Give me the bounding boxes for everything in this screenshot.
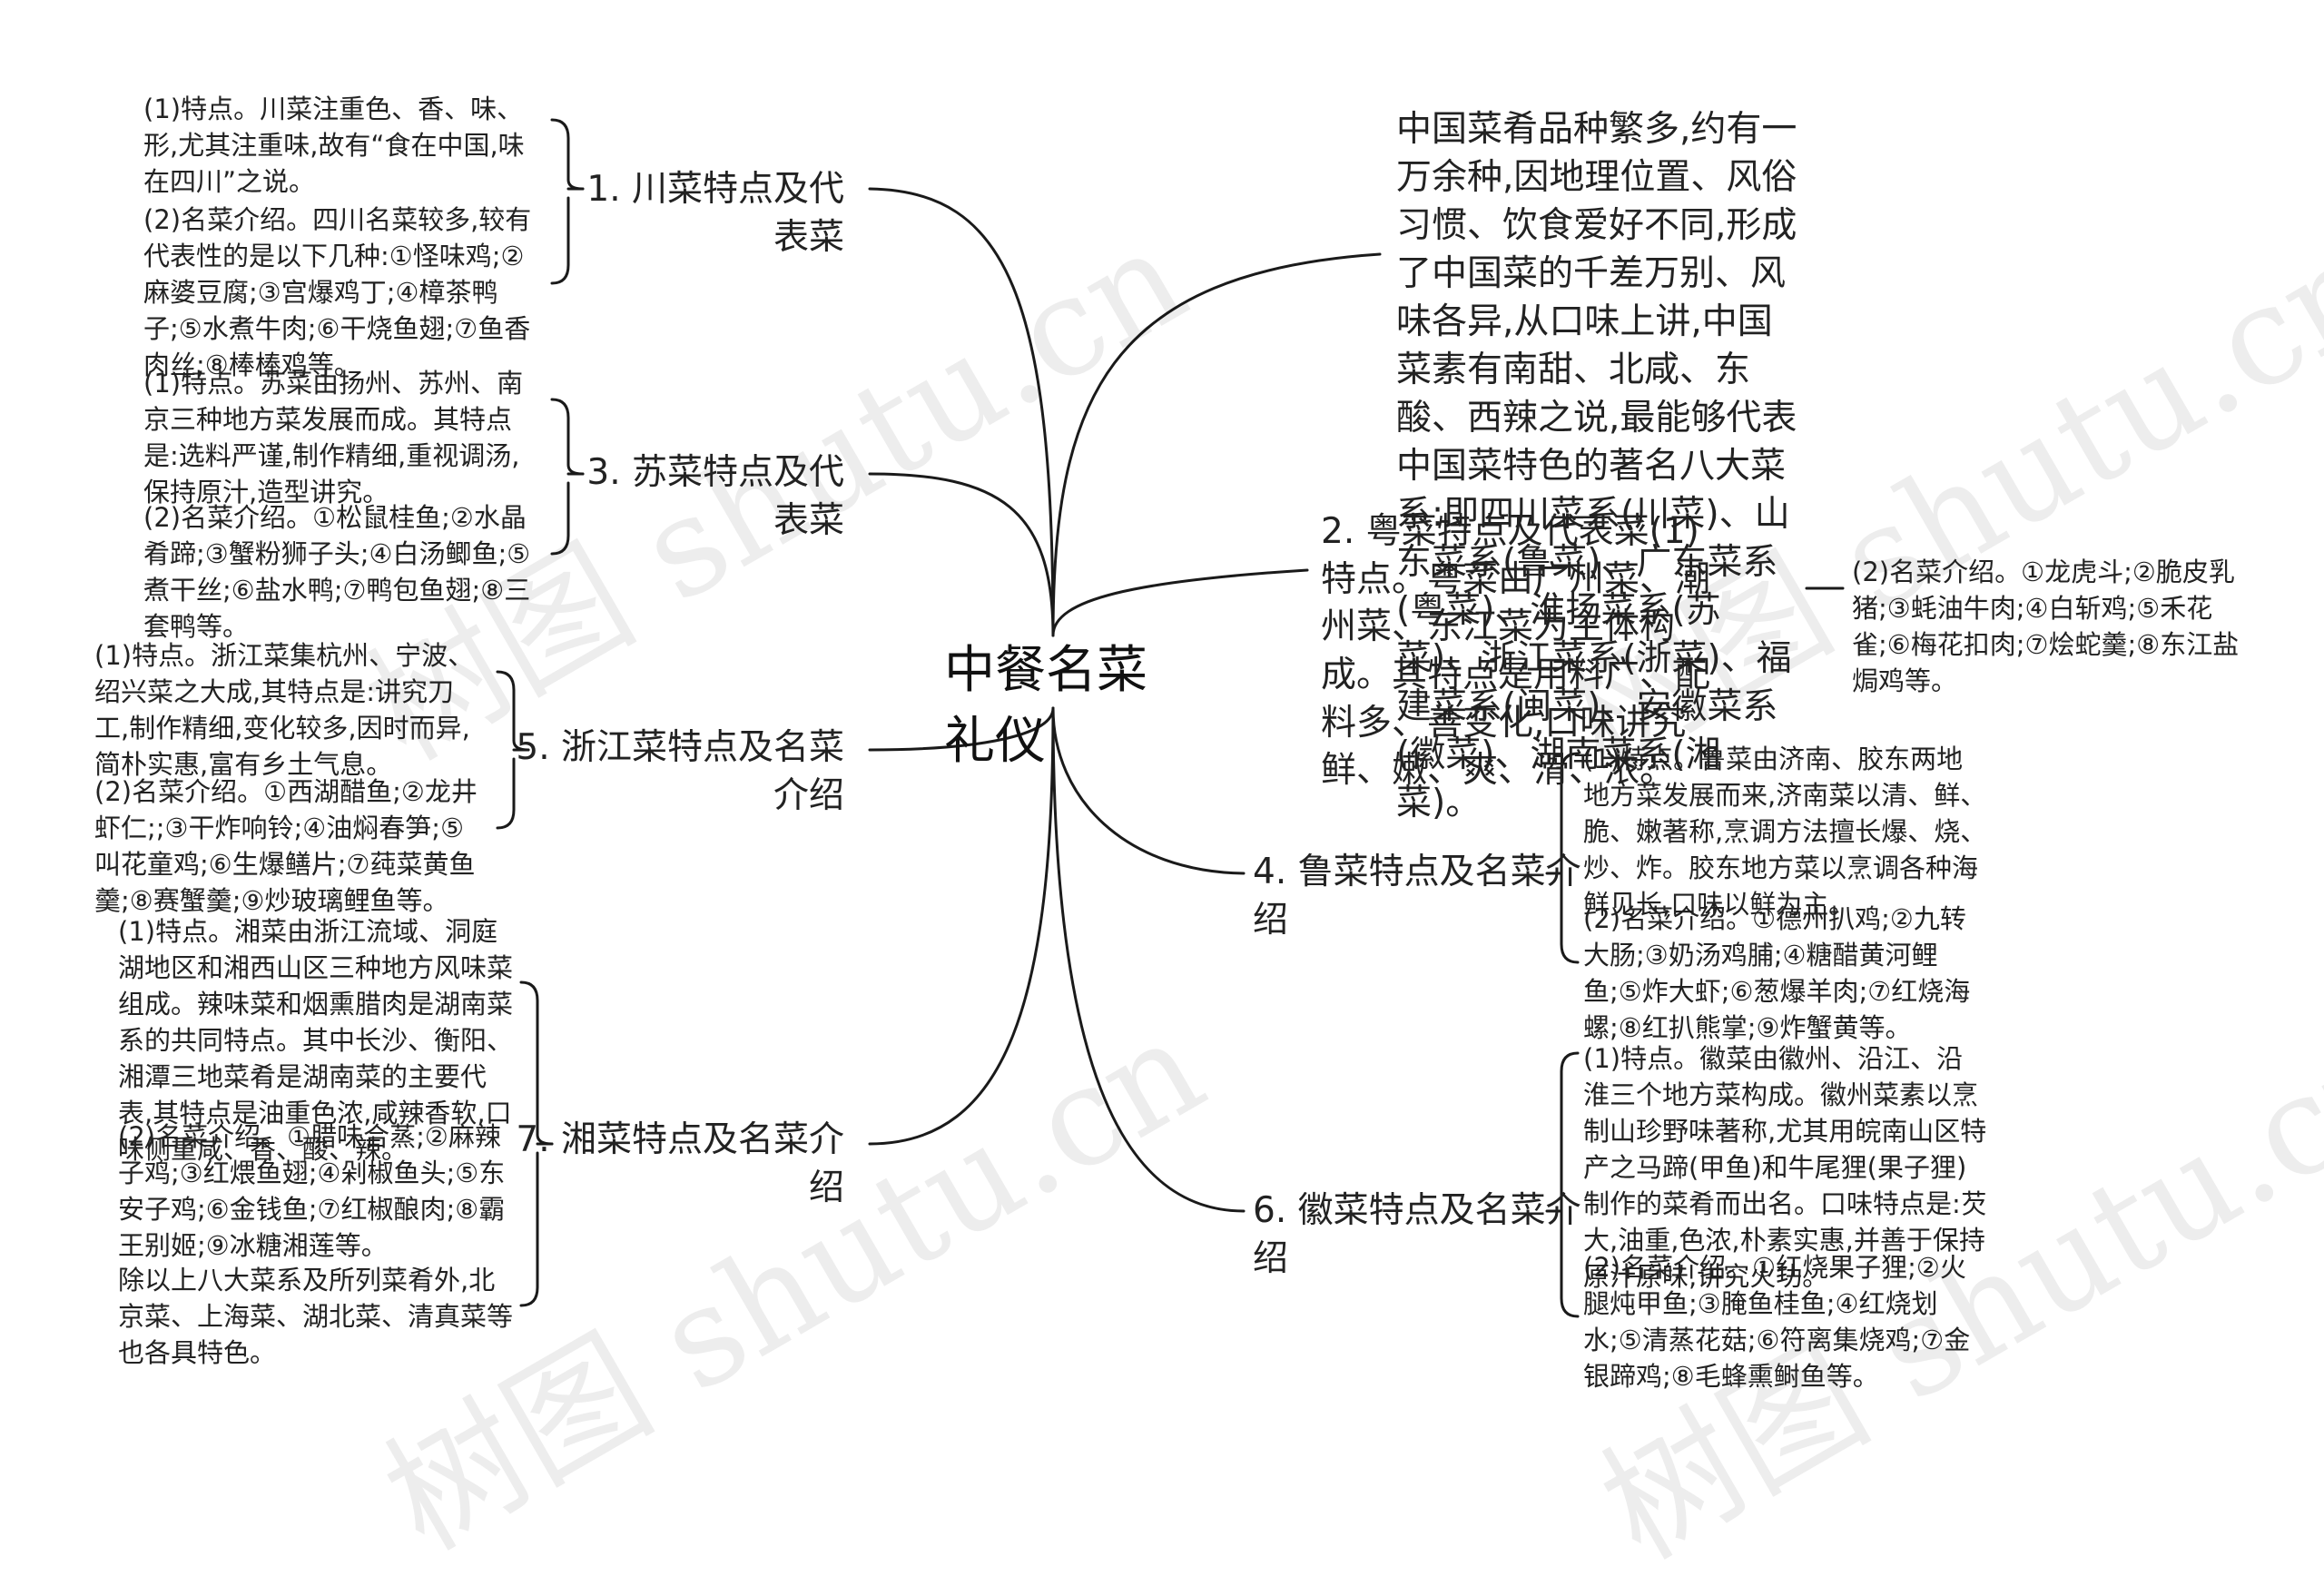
branch-zhejiang[interactable]: 5. 浙江菜特点及名菜介绍 [516, 727, 844, 816]
branch-anhui[interactable]: 6. 徽菜特点及名菜介绍 [1253, 1190, 1581, 1279]
bracket-shandong [1560, 752, 1580, 964]
leaf-anhui-features[interactable]: (1)特点。徽菜由徽州、沿江、沿淮三个地方菜构成。徽州菜素以烹制山珍野味著称,尤… [1583, 1043, 1987, 1293]
root-topic[interactable]: 中餐名菜礼仪 [944, 641, 1147, 772]
leaf-zhejiang-features[interactable]: (1)特点。浙江菜集杭州、宁波、绍兴菜之大成,其特点是:讲究刀工,制作精细,变化… [94, 640, 475, 781]
branch-guangdong[interactable]: 2. 粤菜特点及代表菜(1)特点。粤菜由广州菜、潮州菜、东江菜为主体构成。其特点… [1321, 511, 1711, 792]
connector-lines [496, 118, 1845, 1318]
branch-hunan[interactable]: 7. 湘菜特点及名菜介绍 [516, 1119, 844, 1208]
leaf-other-cuisines[interactable]: 除以上八大菜系及所列菜肴外,北京菜、上海菜、湖北菜、清真菜等也各具特色。 [118, 1265, 514, 1369]
leaf-hunan-dishes[interactable]: (2)名菜介绍。①腊味合蒸;②麻辣子鸡;③红煨鱼翅;④剁椒鱼头;⑤东安子鸡;⑥金… [118, 1121, 506, 1262]
link-root-anhui [1051, 706, 1246, 1213]
leaf-guangdong-dishes[interactable]: (2)名菜介绍。①龙虎斗;②脆皮乳猪;③蚝油牛肉;④白斩鸡;⑤禾花雀;⑥梅花扣肉… [1852, 557, 2240, 697]
leaf-anhui-dishes[interactable]: (2)名菜介绍。①红烧果子狸;②火腿炖甲鱼;③腌鱼桂鱼;④红烧划水;⑤清蒸花菇;… [1583, 1252, 1971, 1393]
bracket-anhui [1560, 1051, 1580, 1318]
leaf-hunan-features[interactable]: (1)特点。湘菜由浙江流域、洞庭湖地区和湘西山区三种地方风味菜组成。辣味菜和烟熏… [118, 916, 514, 1166]
leaf-sichuan-features[interactable]: (1)特点。川菜注重色、香、味、形,尤其注重味,故有“食在中国,味在四川”之说。 [143, 94, 525, 198]
link-root-zhejiang [868, 706, 1055, 752]
link-root-shandong [1051, 706, 1246, 875]
leaf-jiangsu-dishes[interactable]: (2)名菜介绍。①松鼠桂鱼;②水晶肴蹄;③蟹粉狮子头;④白汤鲫鱼;⑤煮干丝;⑥盐… [143, 502, 531, 643]
link-root-hunan [868, 706, 1055, 1146]
branch-jiangsu[interactable]: 3. 苏菜特点及代表菜 [586, 452, 844, 541]
intro-text[interactable]: 中国菜肴品种繁多,约有一万余种,因地理位置、风俗习惯、饮食爱好不同,形成了中国菜… [1396, 109, 1797, 824]
link-root-sichuan [868, 187, 1055, 637]
link-root-jiangsu [868, 472, 1055, 637]
branch-shandong[interactable]: 4. 鲁菜特点及名菜介绍 [1253, 852, 1581, 941]
link-root-intro [1051, 252, 1382, 637]
leaf-jiangsu-features[interactable]: (1)特点。苏菜由扬州、苏州、南京三种地方菜发展而成。其特点是:选料严谨,制作精… [143, 368, 524, 508]
mindmap-canvas: 树图 shutu.cn 树图 shutu.cn 树图 shutu.cn 树图 s… [94, 94, 2324, 1590]
branch-sichuan[interactable]: 1. 川菜特点及代表菜 [586, 169, 844, 258]
leaf-sichuan-dishes[interactable]: (2)名菜介绍。四川名菜较多,较有代表性的是以下几种:①怪味鸡;②麻婆豆腐;③宫… [143, 204, 532, 381]
leaf-zhejiang-dishes[interactable]: (2)名菜介绍。①西湖醋鱼;②龙井虾仁;;③干炸响铃;④油焖春笋;⑤叫花童鸡;⑥… [94, 776, 478, 917]
leaf-shandong-features[interactable]: (1)特点。鲁菜由济南、胶东两地地方菜发展而来,济南菜以清、鲜、脆、嫩著称,烹调… [1583, 744, 1987, 921]
leaf-shandong-dishes[interactable]: (2)名菜介绍。①德州扒鸡;②九转大肠;③奶汤鸡脯;④糖醋黄河鲤鱼;⑤炸大虾;⑥… [1583, 903, 1971, 1044]
link-root-guangdong [1051, 568, 1309, 637]
